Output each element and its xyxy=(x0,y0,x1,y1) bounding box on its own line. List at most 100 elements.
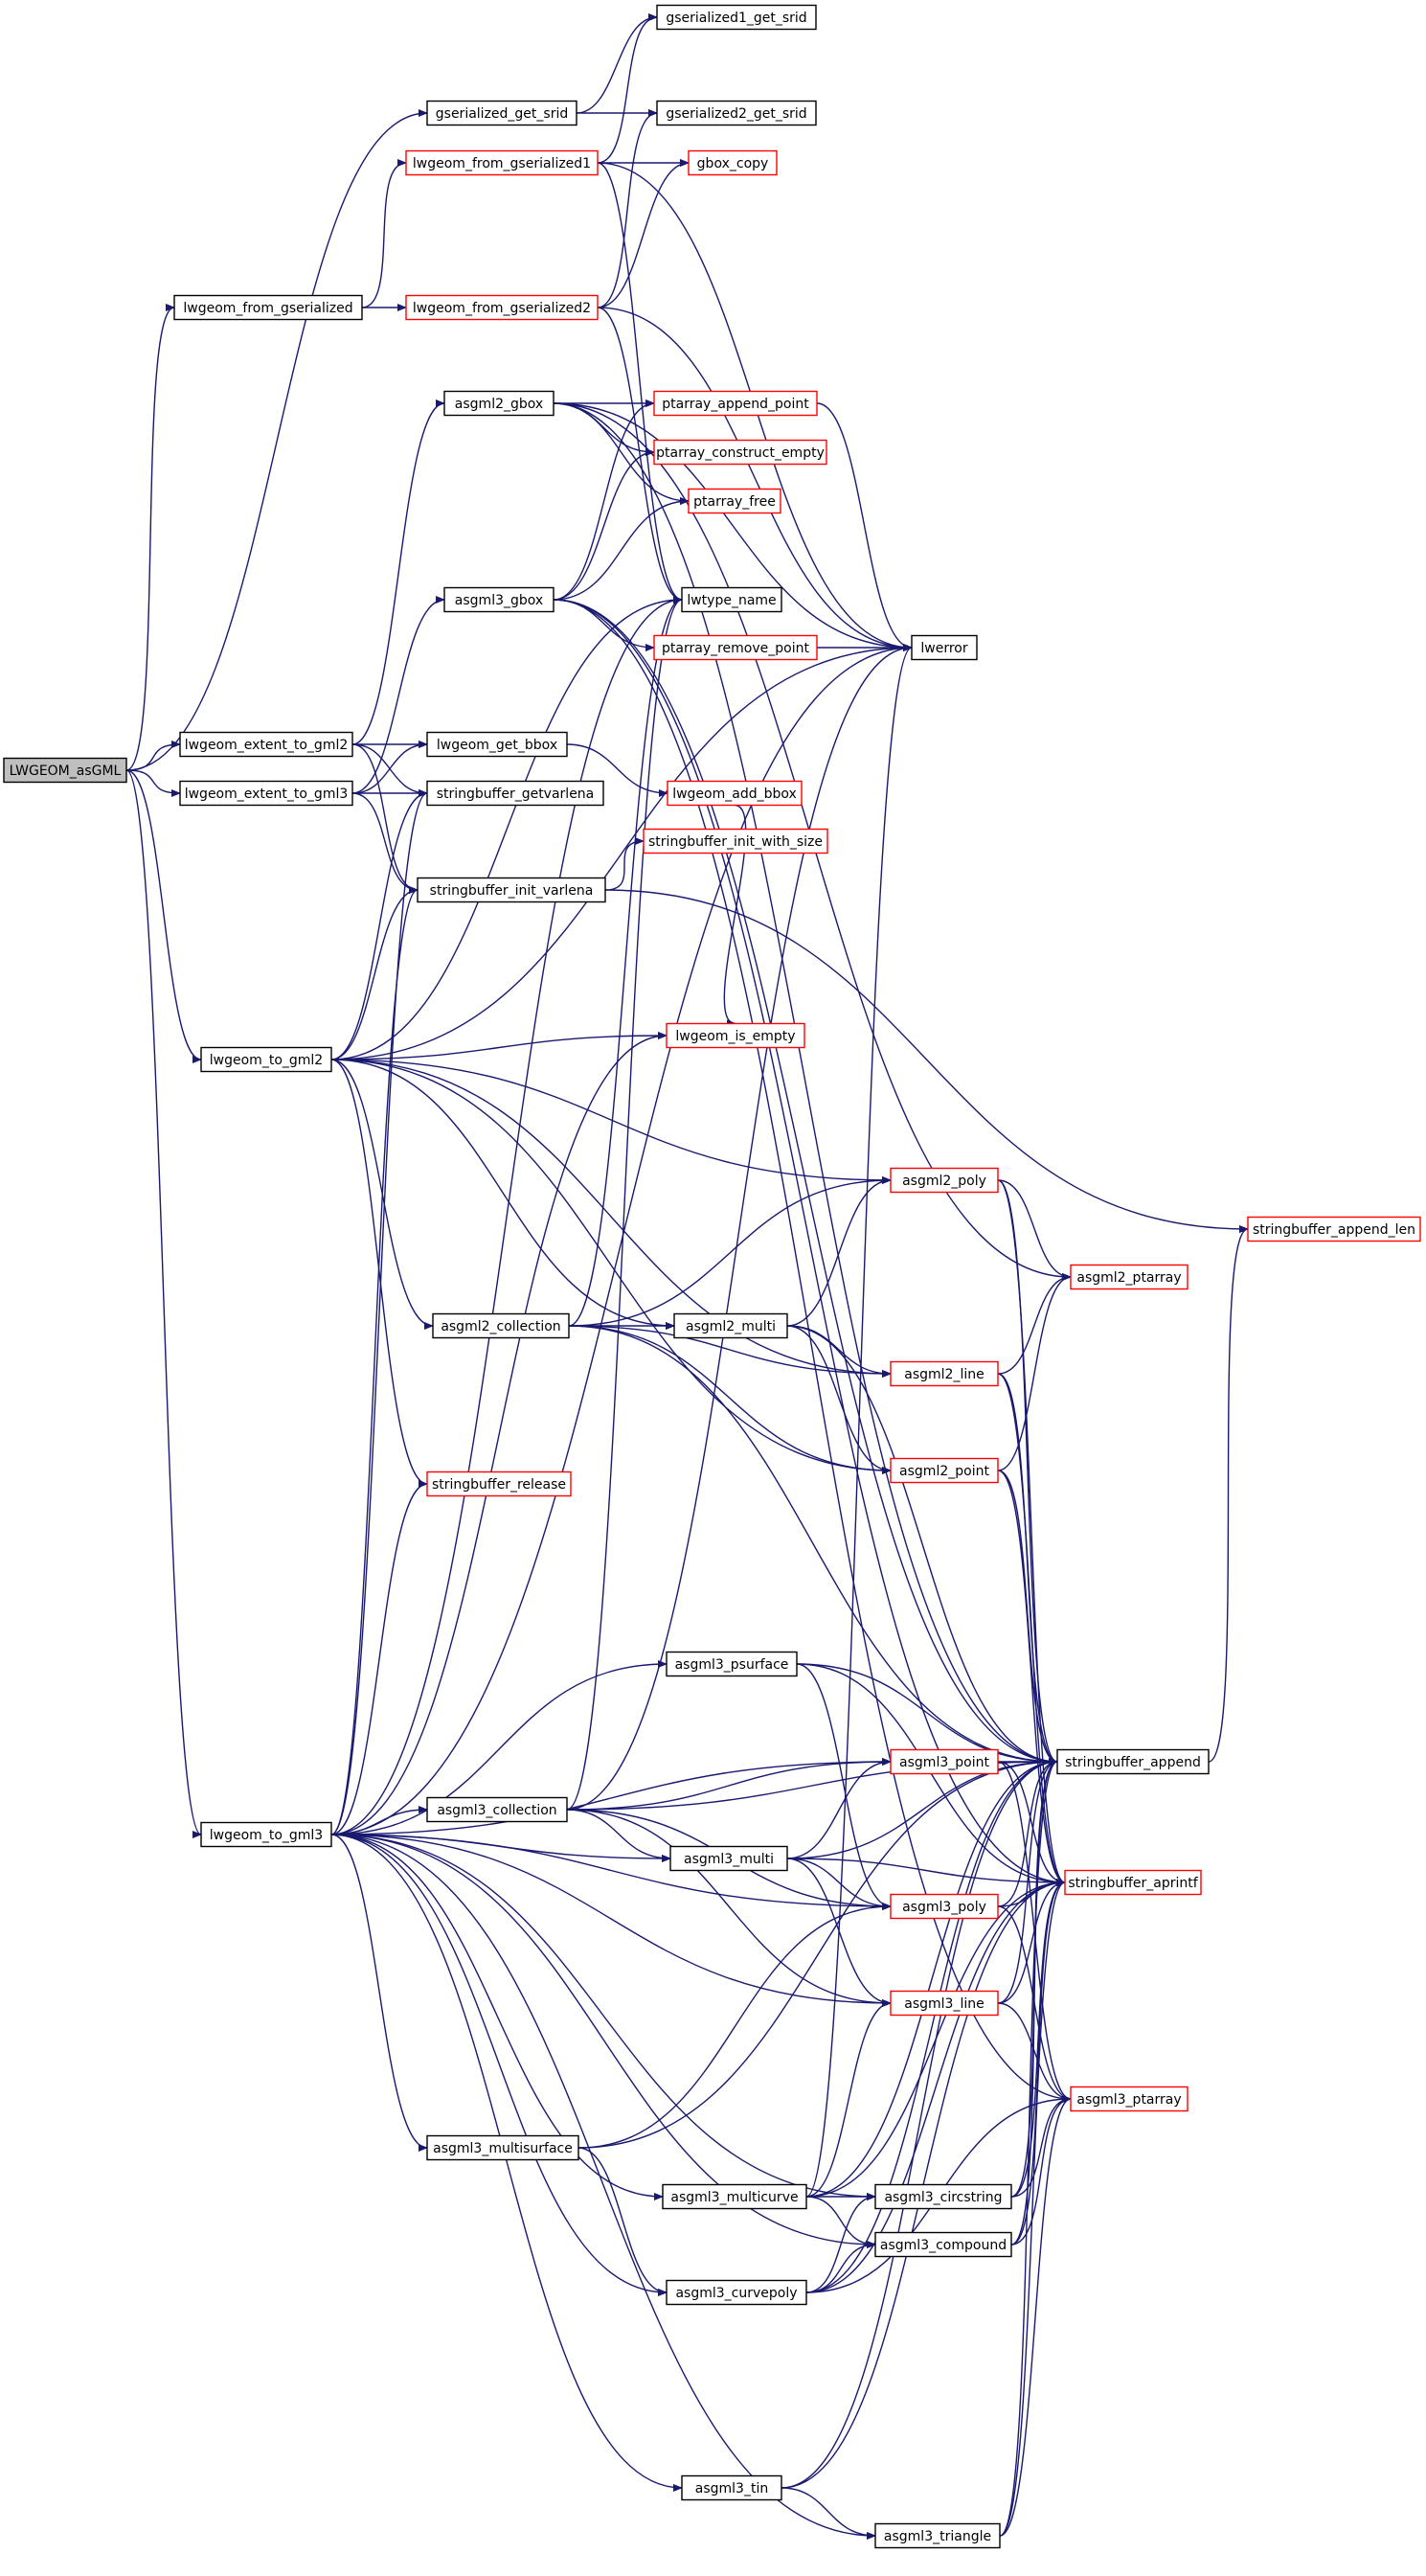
node-label-lwgeom_asgml: LWGEOM_asGML xyxy=(10,764,122,779)
node-lwgeom_extent_to_gml2[interactable]: lwgeom_extent_to_gml2 xyxy=(179,731,353,758)
node-asgml3_multi[interactable]: asgml3_multi xyxy=(669,1845,788,1872)
node-label-stringbuffer_append: stringbuffer_append xyxy=(1065,1755,1201,1770)
node-lwgeom_extent_to_gml3[interactable]: lwgeom_extent_to_gml3 xyxy=(179,780,353,807)
node-lwgeom_add_bbox[interactable]: lwgeom_add_bbox xyxy=(667,780,803,807)
edge-asgml3_gbox-to-ptarray_free xyxy=(553,497,690,601)
edge-lwgeom_from_gserialized1-to-lwtype_name xyxy=(597,162,683,604)
node-asgml3_multicurve[interactable]: asgml3_multicurve xyxy=(662,2183,807,2210)
node-lwgeom_to_gml3[interactable]: lwgeom_to_gml3 xyxy=(200,1821,332,1848)
node-label-asgml3_line: asgml3_line xyxy=(904,1996,984,2012)
node-asgml3_circstring[interactable]: asgml3_circstring xyxy=(874,2183,1012,2210)
edge-lwgeom_extent_to_gml3-to-stringbuffer_init_varlena xyxy=(351,792,419,894)
node-asgml3_multisurface[interactable]: asgml3_multisurface xyxy=(426,2134,579,2161)
edge-asgml3_line-to-stringbuffer_append xyxy=(997,1758,1058,2004)
node-stringbuffer_release[interactable]: stringbuffer_release xyxy=(426,1470,572,1497)
node-gserialized2_get_srid[interactable]: gserialized2_get_srid xyxy=(656,100,817,126)
edge-asgml3_collection-to-asgml3_multi xyxy=(566,1809,671,1862)
node-asgml2_line[interactable]: asgml2_line xyxy=(890,1360,999,1387)
node-label-asgml3_psurface: asgml3_psurface xyxy=(675,1657,789,1673)
node-lwtype_name[interactable]: lwtype_name xyxy=(681,586,782,613)
edge-lwgeom_to_gml3-to-lwerror xyxy=(330,644,913,1835)
node-asgml3_point[interactable]: asgml3_point xyxy=(890,1748,999,1775)
node-gserialized_get_srid[interactable]: gserialized_get_srid xyxy=(426,100,577,126)
edge-lwgeom_to_gml3-to-asgml3_point xyxy=(330,1758,892,1835)
node-asgml3_triangle[interactable]: asgml3_triangle xyxy=(874,2522,1001,2549)
node-lwgeom_is_empty[interactable]: lwgeom_is_empty xyxy=(666,1022,805,1049)
edge-asgml3_triangle-to-asgml3_ptarray xyxy=(999,2095,1072,2537)
edge-layer xyxy=(125,13,1249,2540)
node-label-asgml3_compound: asgml3_compound xyxy=(880,2238,1007,2253)
node-box-asgml3_curvepoly xyxy=(666,2279,807,2306)
node-asgml3_poly[interactable]: asgml3_poly xyxy=(890,1893,999,1920)
node-stringbuffer_append_len[interactable]: stringbuffer_append_len xyxy=(1247,1216,1421,1242)
node-box-asgml3_gbox xyxy=(443,586,555,613)
node-asgml2_point[interactable]: asgml2_point xyxy=(890,1457,999,1484)
node-ptarray_free[interactable]: ptarray_free xyxy=(688,488,781,514)
node-lwgeom_get_bbox[interactable]: lwgeom_get_bbox xyxy=(426,731,568,758)
node-asgml3_line[interactable]: asgml3_line xyxy=(890,1990,999,2017)
edge-asgml3_psurface-to-asgml3_poly xyxy=(796,1663,892,1910)
node-lwgeom_from_gserialized1[interactable]: lwgeom_from_gserialized1 xyxy=(405,149,599,176)
node-asgml3_compound[interactable]: asgml3_compound xyxy=(874,2231,1012,2258)
node-label-lwgeom_extent_to_gml2: lwgeom_extent_to_gml2 xyxy=(185,738,349,753)
node-stringbuffer_init_varlena[interactable]: stringbuffer_init_varlena xyxy=(417,877,606,903)
edge-asgml3_circstring-to-stringbuffer_aprintf xyxy=(1010,1879,1066,2198)
edge-lwgeom_to_gml2-to-lwgeom_is_empty xyxy=(330,1032,668,1060)
node-label-asgml3_circstring: asgml3_circstring xyxy=(884,2190,1002,2205)
edge-asgml3_collection-to-asgml3_point xyxy=(566,1758,892,1811)
node-stringbuffer_getvarlena[interactable]: stringbuffer_getvarlena xyxy=(426,780,604,807)
edge-lwgeom_to_gml3-to-asgml3_curvepoly xyxy=(330,1834,668,2296)
node-ptarray_remove_point[interactable]: ptarray_remove_point xyxy=(653,634,818,661)
node-label-asgml2_collection: asgml2_collection xyxy=(441,1319,560,1334)
node-stringbuffer_aprintf[interactable]: stringbuffer_aprintf xyxy=(1064,1869,1202,1896)
node-asgml3_collection[interactable]: asgml3_collection xyxy=(426,1796,568,1823)
node-asgml2_multi[interactable]: asgml2_multi xyxy=(673,1312,788,1339)
node-label-lwgeom_from_gserialized: lwgeom_from_gserialized xyxy=(183,301,352,316)
node-box-lwgeom_extent_to_gml3 xyxy=(179,780,353,807)
node-label-stringbuffer_release: stringbuffer_release xyxy=(432,1477,566,1493)
node-stringbuffer_append[interactable]: stringbuffer_append xyxy=(1056,1748,1210,1775)
node-stringbuffer_init_with_size[interactable]: stringbuffer_init_with_size xyxy=(643,828,828,855)
edge-asgml2_point-to-asgml2_ptarray xyxy=(997,1273,1072,1471)
node-box-lwerror xyxy=(911,634,978,661)
node-asgml2_gbox[interactable]: asgml2_gbox xyxy=(443,390,555,417)
node-asgml3_tin[interactable]: asgml3_tin xyxy=(681,2474,782,2501)
node-ptarray_append_point[interactable]: ptarray_append_point xyxy=(653,390,818,417)
edge-asgml3_tin-to-stringbuffer_append xyxy=(781,1758,1058,2489)
node-box-asgml3_triangle xyxy=(874,2522,1001,2549)
node-box-lwgeom_from_gserialized xyxy=(173,294,363,321)
node-lwgeom_from_gserialized[interactable]: lwgeom_from_gserialized xyxy=(173,294,363,321)
node-box-asgml3_collection xyxy=(426,1796,568,1823)
node-asgml3_curvepoly[interactable]: asgml3_curvepoly xyxy=(666,2279,807,2306)
edge-asgml2_poly-to-stringbuffer_aprintf xyxy=(997,1179,1066,1886)
node-asgml2_poly[interactable]: asgml2_poly xyxy=(890,1167,999,1194)
edge-asgml2_collection-to-asgml2_line xyxy=(568,1325,892,1378)
edge-asgml3_compound-to-stringbuffer_aprintf xyxy=(1010,1879,1066,2245)
edge-asgml2_poly-to-asgml2_ptarray xyxy=(997,1179,1072,1281)
node-ptarray_construct_empty[interactable]: ptarray_construct_empty xyxy=(653,439,827,466)
node-asgml2_collection[interactable]: asgml2_collection xyxy=(432,1312,570,1339)
edge-lwgeom_to_gml3-to-asgml3_psurface xyxy=(330,1660,668,1835)
node-asgml3_ptarray[interactable]: asgml3_ptarray xyxy=(1070,2086,1188,2112)
node-asgml2_ptarray[interactable]: asgml2_ptarray xyxy=(1070,1264,1188,1290)
edge-lwgeom_to_gml3-to-asgml3_compound xyxy=(330,1834,876,2248)
node-box-lwgeom_add_bbox xyxy=(667,780,803,807)
node-box-lwgeom_to_gml3 xyxy=(200,1821,332,1848)
node-gserialized1_get_srid[interactable]: gserialized1_get_srid xyxy=(656,4,817,31)
node-asgml3_psurface[interactable]: asgml3_psurface xyxy=(666,1651,798,1677)
edge-lwgeom_asgml-to-gserialized_get_srid xyxy=(125,109,428,771)
edge-lwgeom_from_gserialized2-to-lwtype_name xyxy=(597,307,683,604)
edge-lwgeom_to_gml3-to-asgml3_line xyxy=(330,1834,892,2007)
edge-asgml2_collection-to-asgml2_point xyxy=(568,1325,892,1474)
node-asgml3_gbox[interactable]: asgml3_gbox xyxy=(443,586,555,613)
node-lwerror[interactable]: lwerror xyxy=(911,634,978,661)
node-lwgeom_to_gml2[interactable]: lwgeom_to_gml2 xyxy=(200,1046,332,1073)
node-lwgeom_from_gserialized2[interactable]: lwgeom_from_gserialized2 xyxy=(405,294,599,321)
node-box-asgml3_tin xyxy=(681,2474,782,2501)
edge-lwgeom_from_gserialized2-to-gserialized2_get_srid xyxy=(597,109,658,308)
node-box-stringbuffer_getvarlena xyxy=(426,780,604,807)
node-gbox_copy[interactable]: gbox_copy xyxy=(688,149,778,176)
edge-asgml3_multicurve-to-asgml3_line xyxy=(805,1999,892,2198)
edge-lwgeom_to_gml3-to-asgml3_multisurface xyxy=(330,1834,428,2152)
edge-asgml3_curvepoly-to-asgml3_compound xyxy=(805,2241,876,2293)
